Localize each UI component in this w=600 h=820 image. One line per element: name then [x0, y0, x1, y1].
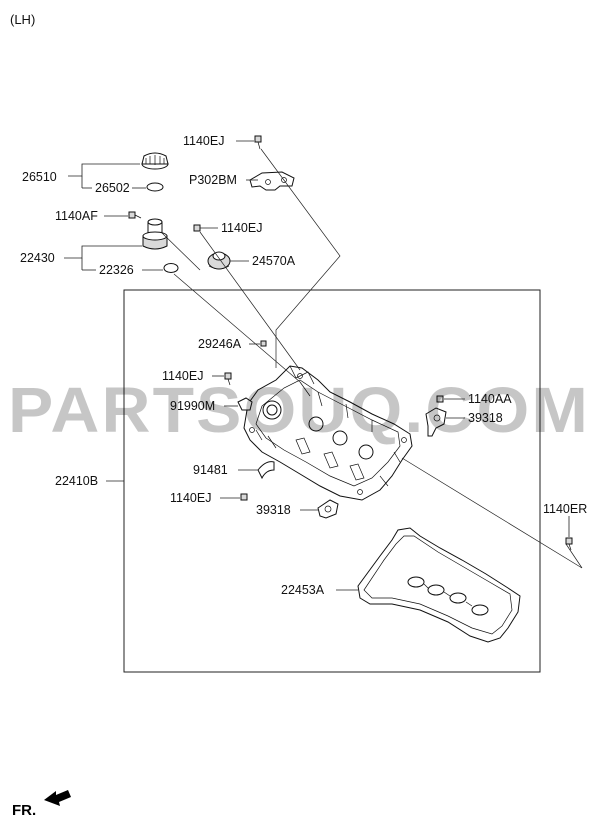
- label-1140aa: 1140AA: [468, 392, 512, 406]
- bolt-1140ej-left[interactable]: [224, 372, 232, 386]
- bolt-29246a[interactable]: [260, 340, 267, 347]
- label-1140ej-low: 1140EJ: [170, 491, 211, 505]
- bolt-1140er[interactable]: [565, 537, 573, 551]
- leader-lines: [64, 140, 570, 591]
- clip-91481[interactable]: [257, 461, 275, 480]
- front-direction-label: FR.: [12, 802, 36, 819]
- label-24570a: 24570A: [252, 254, 296, 268]
- front-arrow-icon: [44, 790, 71, 806]
- label-22326: 22326: [99, 263, 134, 277]
- label-22430: 22430: [20, 251, 55, 265]
- oil-filler-neck[interactable]: [142, 218, 168, 250]
- filler-neck-o-ring[interactable]: [163, 263, 179, 273]
- bolt-1140aa[interactable]: [436, 395, 444, 403]
- bolt-1140af[interactable]: [128, 211, 142, 219]
- sensor-39318-low[interactable]: [317, 499, 339, 519]
- label-1140af: 1140AF: [55, 209, 98, 223]
- label-p302bm: P302BM: [189, 173, 237, 187]
- label-1140ej-left: 1140EJ: [162, 369, 203, 383]
- label-26510: 26510: [22, 170, 57, 184]
- watermark-text: PARTSOUQ.COM: [8, 374, 590, 446]
- clip-91990m[interactable]: [237, 397, 253, 411]
- label-22453a: 22453A: [281, 583, 325, 597]
- label-26502: 26502: [95, 181, 130, 195]
- label-22410b: 22410B: [55, 474, 98, 488]
- bolt-1140ej-mid[interactable]: [193, 224, 201, 232]
- label-91990m: 91990M: [170, 399, 215, 413]
- label-29246a: 29246A: [198, 337, 242, 351]
- filler-cap-gasket[interactable]: [146, 182, 164, 192]
- bolt-1140ej-top[interactable]: [254, 135, 262, 150]
- bolt-1140ej-low[interactable]: [240, 493, 248, 501]
- sensor-39318-right[interactable]: [425, 407, 447, 437]
- label-1140er: 1140ER: [543, 502, 587, 516]
- label-1140ej-mid: 1140EJ: [221, 221, 262, 235]
- label-1140ej-top: 1140EJ: [183, 134, 224, 148]
- label-39318-low: 39318: [256, 503, 291, 517]
- reference-lines: [160, 148, 583, 569]
- oil-filler-cap[interactable]: [141, 152, 169, 170]
- cylinder-head-cover[interactable]: [243, 365, 413, 501]
- label-39318-right: 39318: [468, 411, 503, 425]
- label-91481: 91481: [193, 463, 228, 477]
- bracket-p302bm[interactable]: [249, 171, 295, 191]
- part-labels: 26510 26502 1140AF 22430 22326 1140EJ P3…: [20, 134, 587, 597]
- sensor-24570a[interactable]: [207, 251, 231, 270]
- gasket-22453a[interactable]: [357, 527, 521, 643]
- variant-label: (LH): [10, 12, 35, 27]
